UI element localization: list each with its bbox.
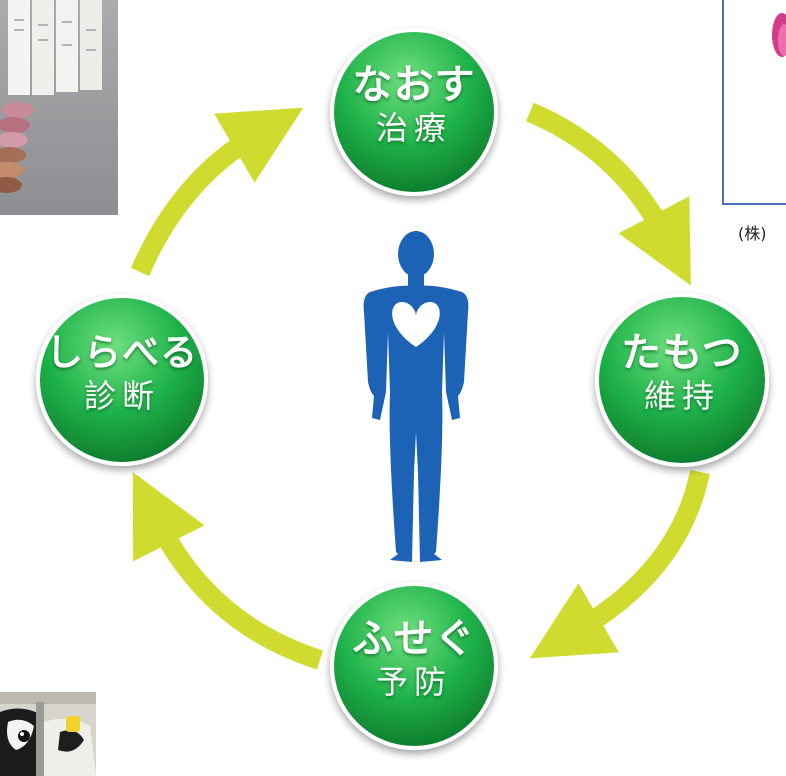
cattle-photo-cropped <box>0 692 96 776</box>
human-body-heart-icon <box>363 231 469 562</box>
node-label-hiragana: ふせぐ <box>352 616 476 662</box>
cycle-node-treatment: なおす 治療 <box>332 62 496 148</box>
cycle-node-bottom-circle <box>330 582 498 750</box>
cycle-arrows <box>130 102 710 670</box>
curved-arrow-icon <box>130 107 304 276</box>
node-label-hiragana: なおす <box>352 62 476 108</box>
curved-arrow-icon <box>132 472 324 670</box>
node-label-kanji: 維持 <box>643 377 720 415</box>
node-label-hiragana: しらべる <box>46 331 198 374</box>
product-photo-cropped <box>722 0 786 205</box>
cycle-node-diagnosis: しらべる 診断 <box>30 330 214 416</box>
node-label-kanji: 治療 <box>375 109 452 147</box>
cycle-node-top-circle <box>330 28 498 196</box>
node-label-kanji: 診断 <box>83 377 160 415</box>
cycle-node-right-circle <box>595 293 769 467</box>
product-photo-cropped <box>0 0 118 215</box>
node-label-hiragana: たもつ <box>621 330 743 376</box>
curved-arrow-icon <box>529 469 710 659</box>
company-mark: (株) <box>738 224 767 243</box>
cycle-node-left-circle <box>36 294 208 466</box>
cycle-node-prevention: ふせぐ 予防 <box>332 616 496 702</box>
curved-arrow-icon <box>526 102 691 286</box>
cycle-node-maintenance: たもつ 維持 <box>597 330 767 416</box>
node-label-kanji: 予防 <box>375 663 452 701</box>
